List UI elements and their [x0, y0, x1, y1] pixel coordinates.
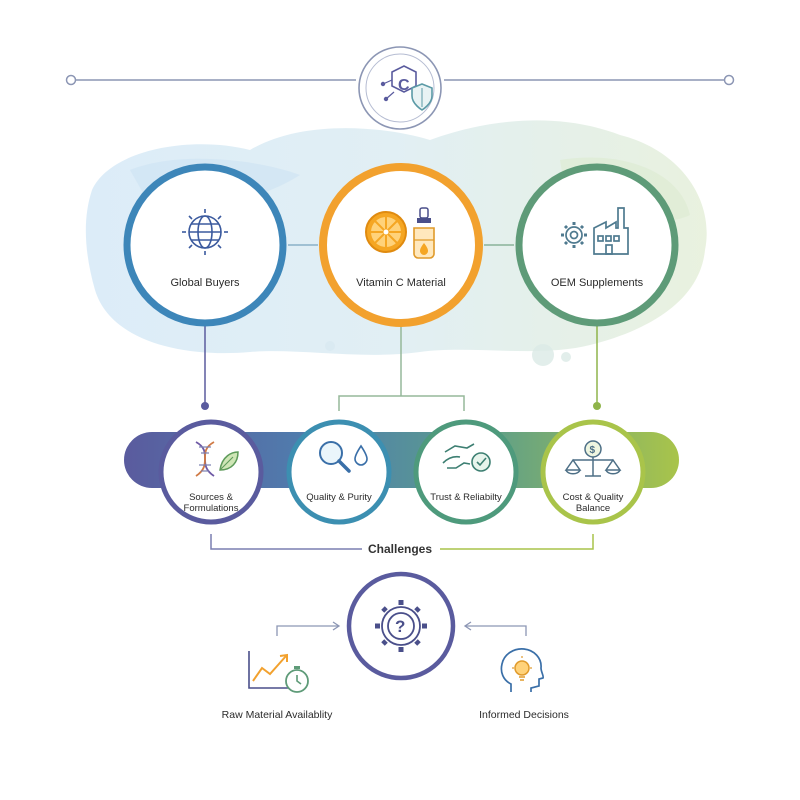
top-connectors [201, 244, 601, 411]
gear-and-factory-icon [561, 207, 629, 255]
trend-chart-stopwatch-icon [248, 651, 309, 693]
bottom-arrows [276, 621, 527, 636]
svg-text:C: C [398, 77, 410, 94]
informed-decisions-label: Informed Decisions [479, 709, 569, 721]
gear-question-icon: ? [375, 600, 427, 652]
vitamin-c-material-label: Vitamin C Material [356, 277, 446, 289]
global-buyers-label: Global Buyers [170, 277, 240, 289]
header-line [65, 74, 735, 86]
orange-and-dropper-bottle-icon [365, 207, 435, 259]
global-buyers-node [123, 163, 287, 327]
challenges-bracket [210, 534, 594, 550]
challenge-trust-node [413, 419, 519, 525]
challenges-heading: Challenges [362, 542, 439, 557]
magnifier-and-droplet-icon [319, 441, 368, 473]
challenge-sources-node [158, 419, 264, 525]
trust-reliability-label: Trust & Reliabilty [430, 492, 502, 503]
svg-text:?: ? [395, 617, 405, 636]
sources-formulations-label: Sources & Formulations [183, 492, 239, 515]
dna-and-leaf-icon [195, 441, 239, 477]
challenge-cost-node: $ [540, 419, 646, 525]
oem-supplements-node [515, 163, 679, 327]
handshake-check-icon [442, 443, 491, 472]
cost-quality-balance-label: Cost & Quality Balance [562, 492, 624, 515]
raw-material-availability-label: Raw Material Availablity [221, 709, 333, 721]
oem-supplements-label: OEM Supplements [550, 277, 644, 289]
quality-purity-label: Quality & Purity [306, 492, 372, 503]
vitamin-c-shield-icon: C [358, 46, 442, 130]
balance-scale-dollar-icon: $ [564, 440, 622, 477]
gear-question-node: ? [346, 571, 456, 681]
svg-text:$: $ [590, 445, 596, 456]
challenge-quality-node [286, 419, 392, 525]
head-lightbulb-icon [500, 648, 545, 692]
globe-icon [182, 209, 228, 255]
vitamin-c-material-node [319, 163, 483, 327]
